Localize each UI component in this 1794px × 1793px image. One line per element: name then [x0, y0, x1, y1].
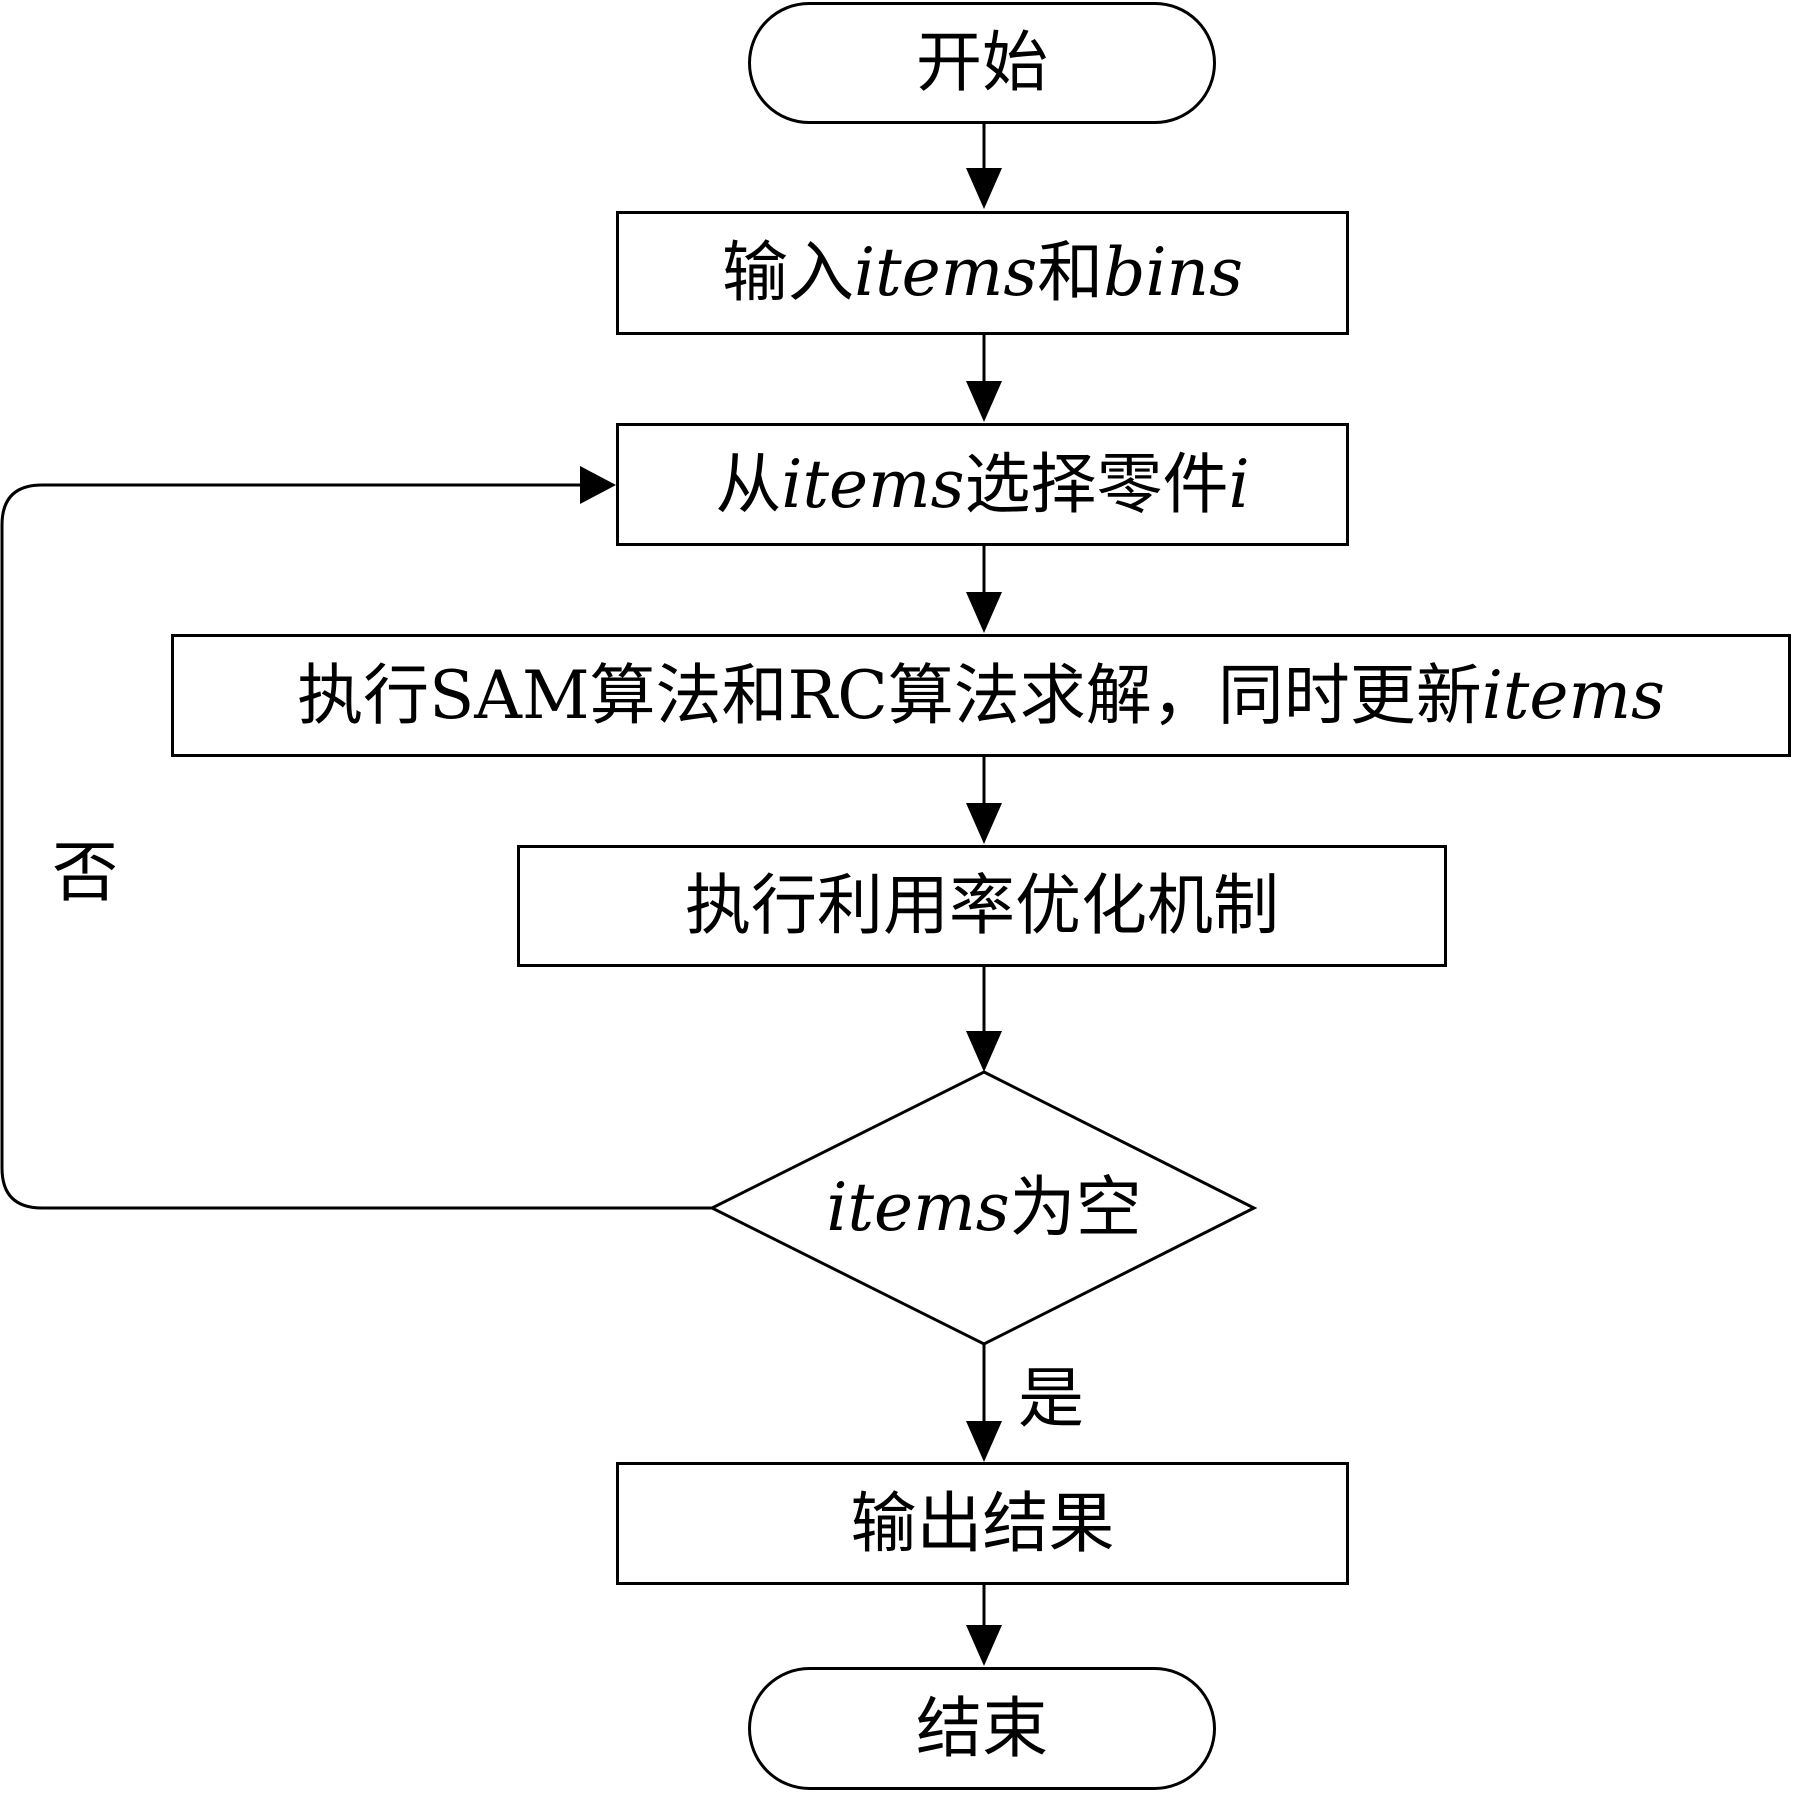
solve-label-prefix: 执行SAM算法和RC算法求解，同时更新 [297, 656, 1482, 734]
select-label-var-items: items [781, 445, 965, 523]
arrowhead-loop-select [580, 466, 616, 504]
select-label-mid: 选择零件 [964, 445, 1229, 523]
decision-label-post: 为空 [1009, 1169, 1142, 1246]
arrowhead-output-end [966, 1625, 1002, 1666]
select-process: 从 items 选择零件 i [616, 423, 1349, 546]
arrowhead-solve-optimize [966, 803, 1002, 844]
input-label-var-bins: bins [1103, 234, 1243, 311]
arrowhead-optimize-decision [966, 1031, 1002, 1072]
optimize-process: 执行利用率优化机制 [517, 845, 1447, 967]
end-label: 结束 [916, 1689, 1048, 1767]
optimize-label: 执行利用率优化机制 [685, 867, 1279, 944]
arrowhead-select-solve [966, 592, 1002, 633]
edge-label-yes: 是 [1018, 1360, 1084, 1437]
arrowhead-start-input [966, 168, 1002, 209]
select-label-prefix: 从 [715, 445, 782, 523]
output-process: 输出结果 [616, 1462, 1349, 1585]
input-label-var-items: items [854, 234, 1038, 311]
select-label-var-i: i [1228, 445, 1250, 523]
edge-decision-loop [0, 483, 712, 1210]
solve-process: 执行SAM算法和RC算法求解，同时更新 items [171, 634, 1791, 757]
arrowhead-input-select [966, 381, 1002, 422]
end-terminal: 结束 [748, 1667, 1216, 1790]
arrowhead-decision-output [966, 1421, 1002, 1462]
decision-label-var-items: items [826, 1169, 1010, 1246]
start-label: 开始 [916, 24, 1048, 101]
output-label: 输出结果 [850, 1484, 1115, 1562]
input-label-mid: 和 [1037, 234, 1104, 311]
decision-label: items 为空 [762, 1168, 1206, 1248]
start-terminal: 开始 [748, 2, 1216, 124]
solve-label-var-items: items [1481, 656, 1665, 734]
edge-label-no: 否 [52, 834, 118, 911]
input-process: 输入 items 和 bins [616, 211, 1349, 335]
input-label-prefix: 输入 [722, 234, 855, 311]
